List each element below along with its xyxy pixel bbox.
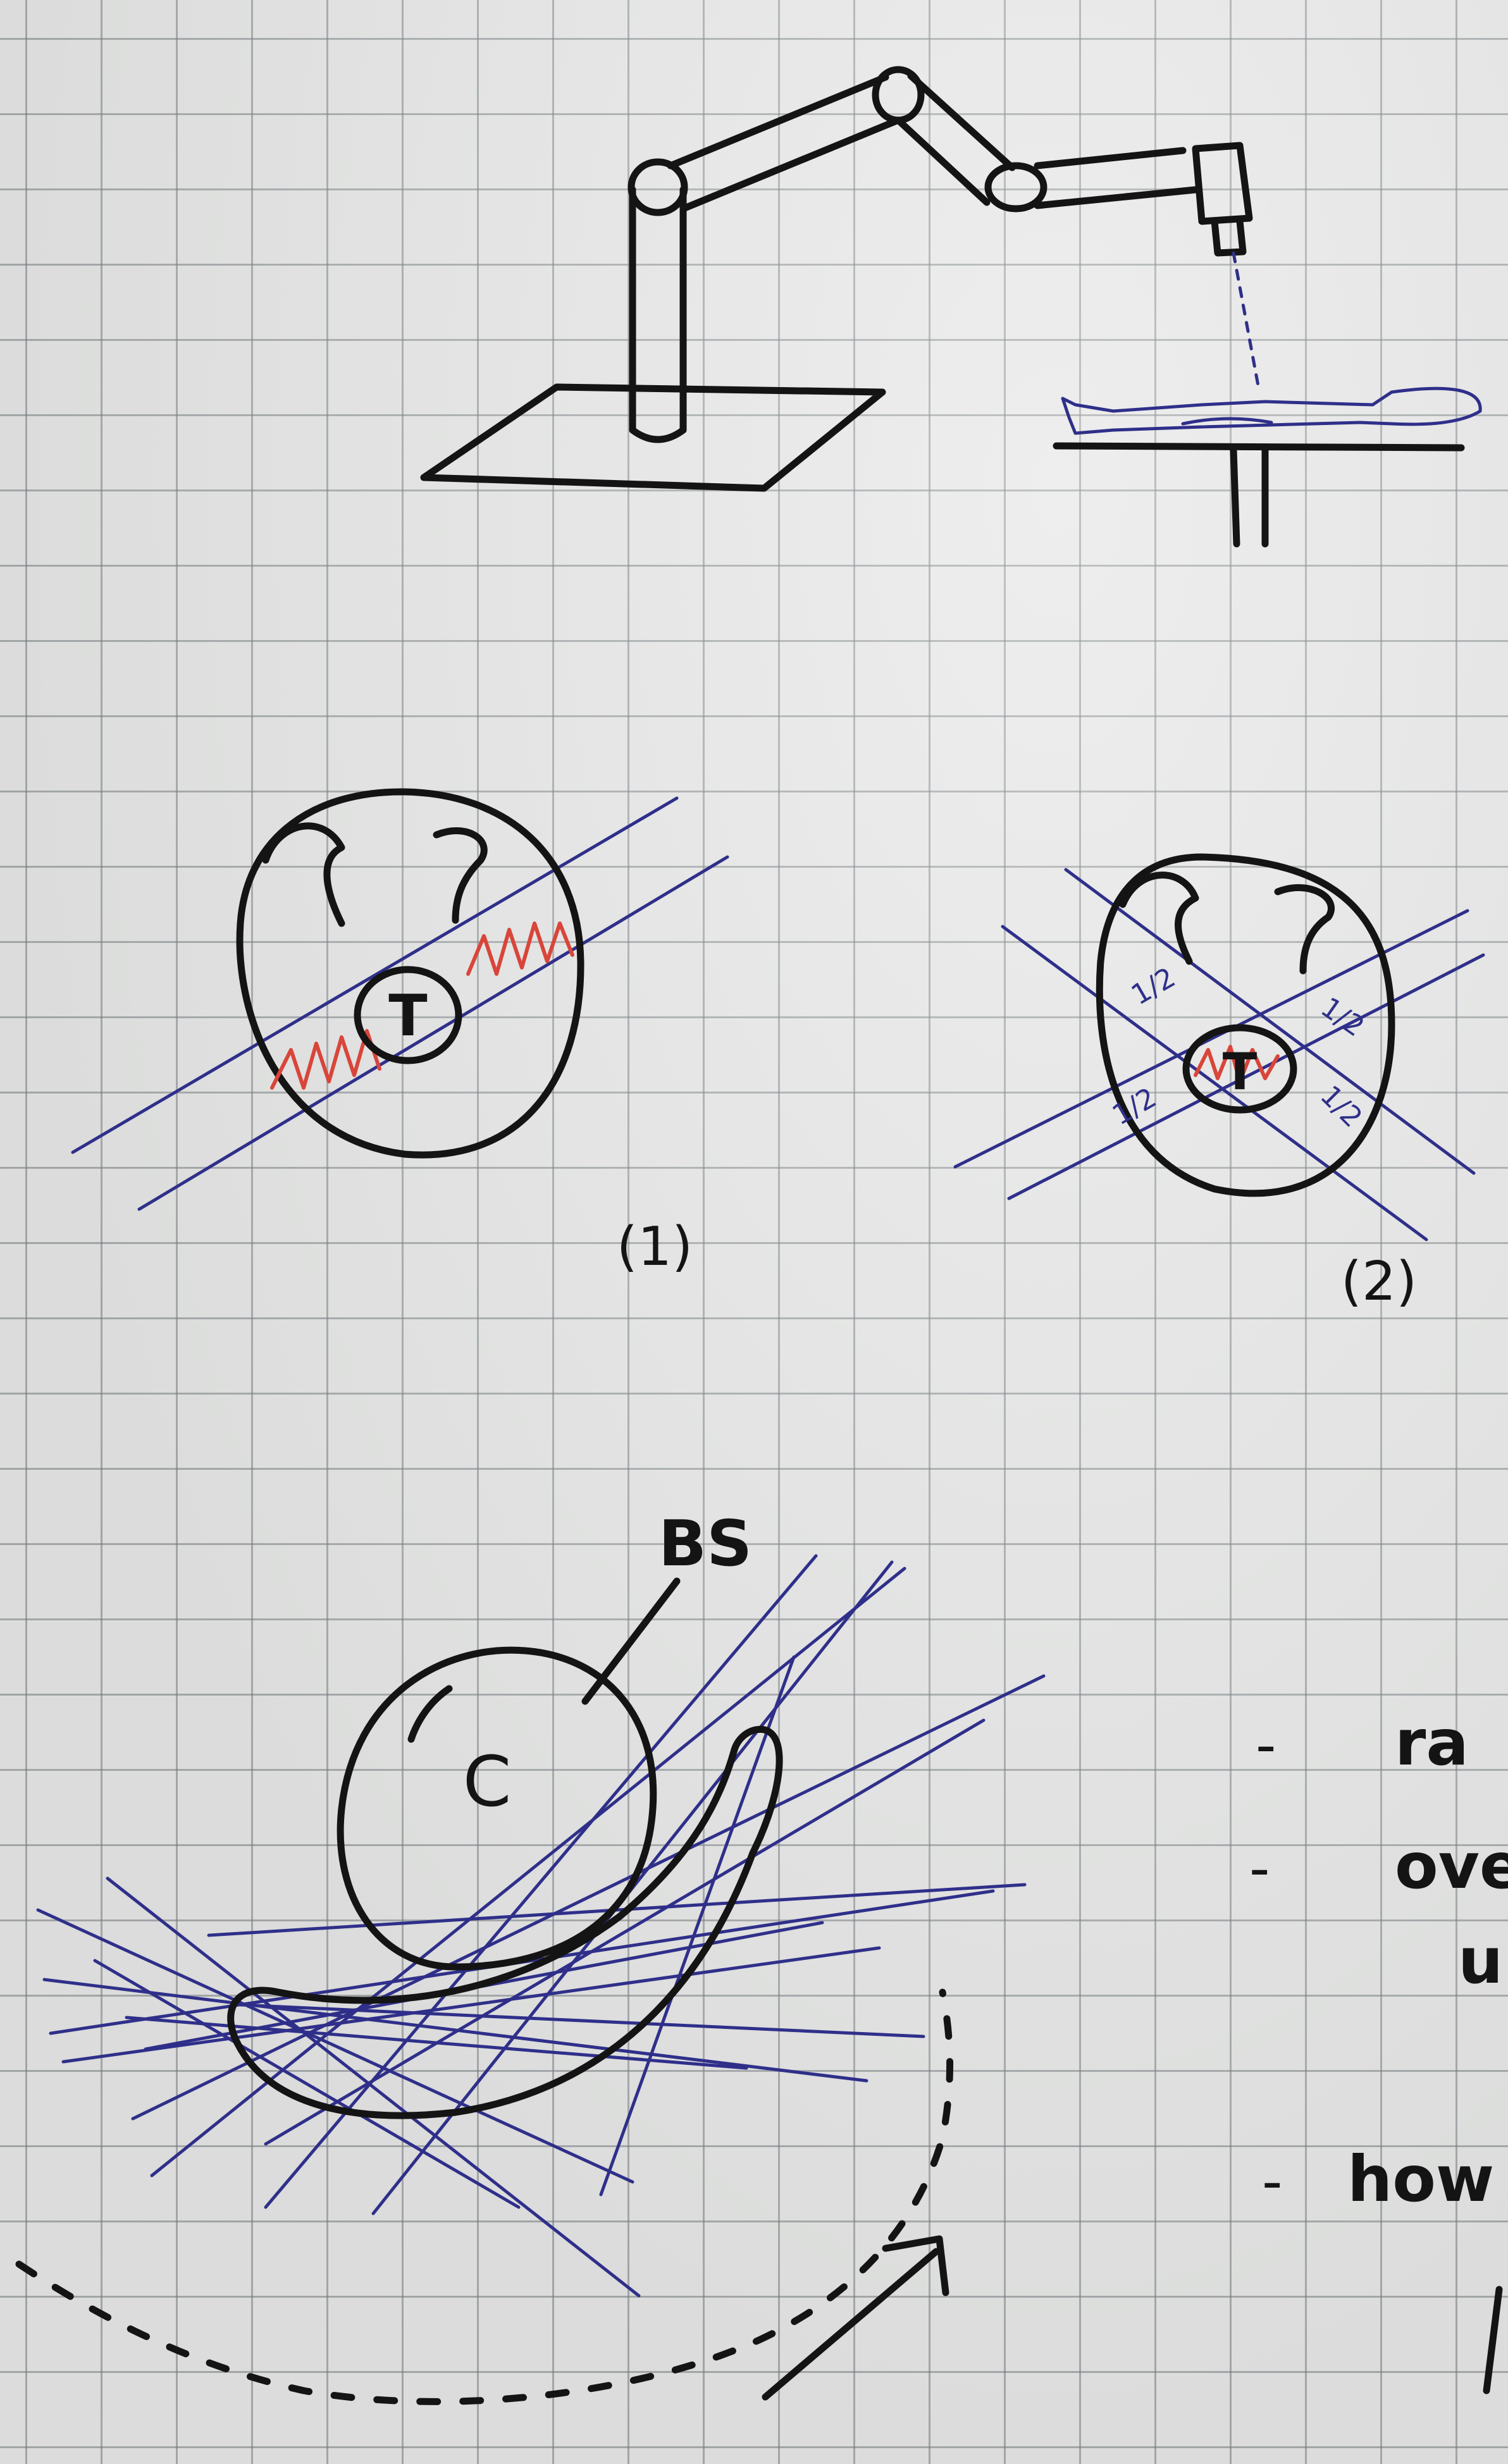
- organ-bs-label: BS: [658, 1506, 752, 1580]
- organ-bs-outline: [227, 1725, 783, 2119]
- arrow-head: [882, 2235, 949, 2296]
- notes-list: - ra - ove u - how: [1249, 1706, 1508, 2394]
- organ-right-eye-1: [433, 827, 488, 924]
- tumor-label-2: T: [1223, 1042, 1258, 1101]
- robot-arm-drawing: [420, 66, 1261, 492]
- head-outline-2: [1096, 853, 1395, 1197]
- robot-upper-arm: [667, 73, 902, 213]
- organ-right-eye-2: [1274, 884, 1335, 975]
- diagram-1: T (1): [71, 788, 729, 1278]
- robot-nozzle: [1211, 218, 1247, 257]
- beam-b-edge-upper: [1064, 868, 1476, 1175]
- dose-zigzag-right-1: [466, 921, 574, 976]
- beam-a-edge-lower: [1007, 953, 1485, 1200]
- treatment-table-top: [1053, 442, 1465, 452]
- tumor-circle-2: [1182, 1024, 1297, 1114]
- patient-body: [1061, 386, 1482, 435]
- organ-left-eye-1: [262, 822, 345, 927]
- note-bullet-2: -: [1249, 1835, 1270, 1902]
- patient-arm: [1181, 417, 1273, 426]
- view-label-1: (1): [617, 1216, 693, 1278]
- robot-shoulder-joint: [627, 158, 688, 216]
- organ-left-eye-2: [1119, 872, 1199, 965]
- organ-c-outline: [337, 1646, 657, 1971]
- note-text-1: ra: [1395, 1706, 1469, 1780]
- note-text-2: ove: [1395, 1829, 1508, 1903]
- beam-dashed-line: [1232, 251, 1261, 391]
- beam-edge-lower: [137, 855, 729, 1211]
- tumor-label-1: T: [388, 983, 427, 1049]
- view-label-2: (2): [1341, 1250, 1417, 1313]
- treatment-table-leg: [1230, 447, 1269, 548]
- dose-zigzag-left-1: [270, 1029, 381, 1090]
- robot-wrist-link: [1034, 147, 1199, 209]
- organ-bs-pointer: [581, 1577, 681, 1705]
- note-bullet-4: -: [1262, 2148, 1282, 2215]
- arrow-shaft: [762, 2248, 940, 2401]
- diagram-3: C BS: [15, 1506, 1046, 2405]
- note-fragment-stroke: [1483, 2286, 1503, 2394]
- dose-zigzag-2: [1194, 1045, 1280, 1083]
- robot-wrist-joint: [984, 162, 1048, 213]
- tumor-circle-1: [354, 966, 462, 1064]
- head-outline-1: [236, 788, 584, 1159]
- beam-b-edge-lower: [1001, 925, 1428, 1241]
- robot-base-plate: [420, 383, 886, 492]
- robot-column: [629, 186, 687, 443]
- note-bullet-1: -: [1256, 1712, 1276, 1778]
- fraction-label-1: 1/2: [1126, 961, 1181, 1012]
- note-text-3: u: [1458, 1924, 1503, 1998]
- beam-bundle: [36, 1554, 1046, 2298]
- diagram-2: T 1/2 1/2 1/2 1/2 (2): [953, 853, 1485, 1313]
- beam-edge-upper: [71, 796, 679, 1154]
- note-text-4: how: [1347, 2142, 1494, 2216]
- robot-forearm: [894, 72, 1016, 206]
- organ-c-label: C: [463, 1741, 512, 1822]
- patient-table-drawing: [1053, 386, 1482, 548]
- dashed-outline-arc: [15, 1988, 954, 2405]
- organ-c-notch: [407, 1685, 453, 1743]
- robot-head: [1192, 142, 1253, 225]
